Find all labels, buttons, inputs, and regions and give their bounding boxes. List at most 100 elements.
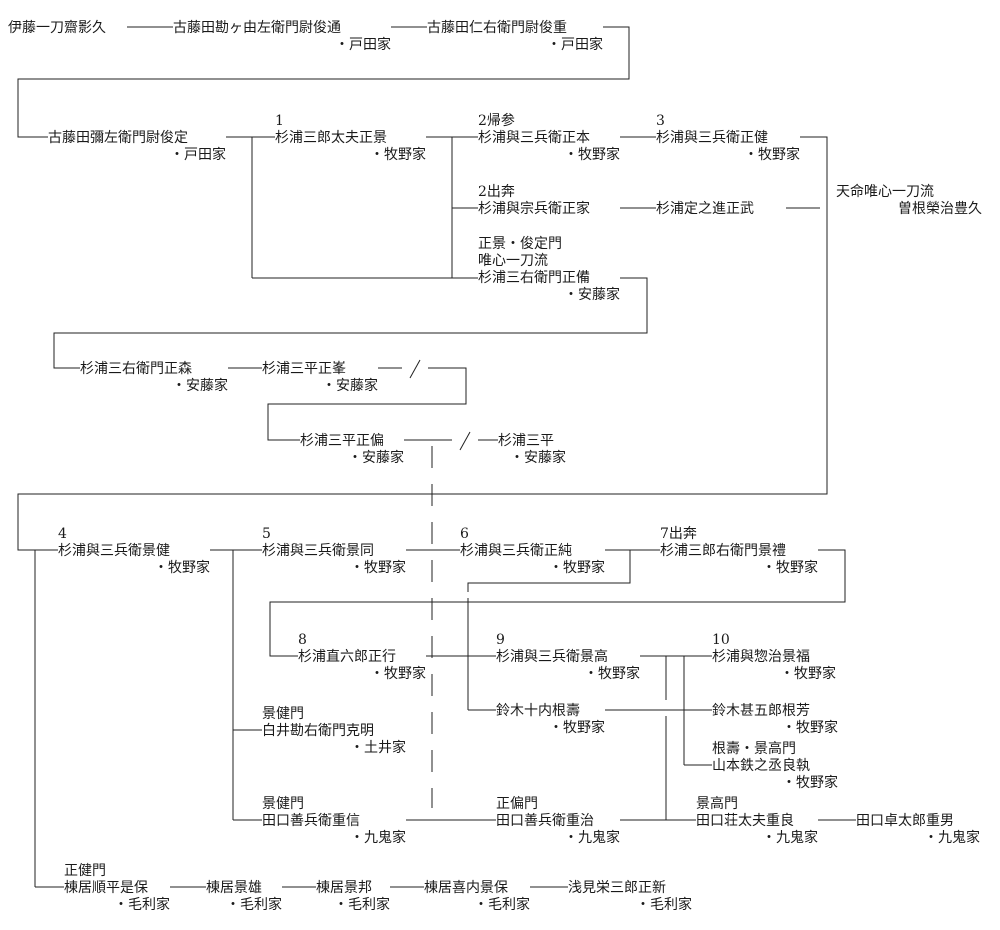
node-text-line: 杉浦三郎右衛門景禮 bbox=[660, 543, 786, 559]
lineage-node-taguchi-taku: 田口卓太郎重男・九鬼家 bbox=[856, 813, 980, 847]
node-text-line: 杉浦三右衛門正備 bbox=[478, 270, 590, 286]
node-text-line: 棟居順平是保 bbox=[64, 880, 148, 896]
node-text-line: 天命唯心一刀流 bbox=[836, 184, 934, 200]
node-text-line: 10 bbox=[712, 632, 730, 648]
node-text-line: 5 bbox=[262, 526, 271, 542]
node-text-line: ・毛利家 bbox=[474, 897, 530, 913]
lineage-node-yamamoto: 根壽・景高門山本鉄之丞良執・牧野家 bbox=[712, 741, 838, 792]
node-text-line: 杉浦三平 bbox=[498, 433, 554, 449]
lineage-node-kotoda-kageyu: 古藤田勘ヶ由左衛門尉俊通・戸田家 bbox=[173, 20, 391, 54]
lineage-node-kotoda-nin: 古藤田仁右衛門尉俊重・戸田家 bbox=[427, 20, 603, 54]
lineage-node-suzuki-ne: 鈴木十内根壽・牧野家 bbox=[496, 703, 605, 737]
node-text-line: ・毛利家 bbox=[114, 897, 170, 913]
lineage-node-sanpei: 杉浦三平・安藤家 bbox=[498, 433, 566, 467]
node-text-line: ・牧野家 bbox=[370, 147, 426, 163]
node-text-line: ・九鬼家 bbox=[564, 830, 620, 846]
node-text-line: 伊藤一刀齋影久 bbox=[8, 20, 106, 36]
node-text-line: 2出奔 bbox=[478, 184, 515, 200]
node-text-line: ・牧野家 bbox=[584, 666, 640, 682]
lineage-node-muneoi-kage: 棟居景雄・毛利家 bbox=[206, 880, 282, 914]
node-text-line: ・毛利家 bbox=[334, 897, 390, 913]
node-text-line: 9 bbox=[496, 632, 505, 648]
node-text-line: ・九鬼家 bbox=[924, 830, 980, 846]
node-text-line: 杉浦三右衛門正森 bbox=[80, 361, 192, 377]
node-text-line: ・牧野家 bbox=[549, 720, 605, 736]
node-text-line: ・安藤家 bbox=[172, 378, 228, 394]
node-text-line: ・牧野家 bbox=[350, 560, 406, 576]
lineage-node-masataka-hei: 杉浦三平正峯・安藤家 bbox=[262, 361, 378, 395]
node-text-line: 田口善兵衛重信 bbox=[262, 813, 360, 829]
node-text-line: ・牧野家 bbox=[370, 666, 426, 682]
node-text-line: 杉浦與三兵衛正健 bbox=[656, 130, 768, 146]
node-text-line: 正景・俊定門 bbox=[478, 236, 562, 252]
node-text-line: ・戸田家 bbox=[547, 37, 603, 53]
lineage-node-taguchi-zen: 正偏門田口善兵衛重治・九鬼家 bbox=[496, 796, 620, 847]
node-text-line: 白井勘右衛門克明 bbox=[262, 723, 374, 739]
node-text-line: 2帰参 bbox=[478, 113, 515, 129]
node-text-line: ・安藤家 bbox=[322, 378, 378, 394]
node-text-line: 杉浦三郎太夫正景 bbox=[275, 130, 387, 146]
node-text-line: 景高門 bbox=[696, 796, 738, 812]
node-text-line: 6 bbox=[460, 526, 469, 542]
node-text-line: 杉浦與宗兵衛正家 bbox=[478, 201, 590, 217]
node-text-line: 古藤田仁右衛門尉俊重 bbox=[427, 20, 567, 36]
node-text-line: 正偏門 bbox=[496, 796, 538, 812]
lineage-node-shirai: 景健門白井勘右衛門克明・土井家 bbox=[262, 706, 406, 757]
node-text-line: 1 bbox=[275, 113, 284, 129]
node-text-line: ・牧野家 bbox=[744, 147, 800, 163]
lineage-node-sone: 天命唯心一刀流曽根榮治豊久 bbox=[836, 184, 982, 218]
node-text-line: 鈴木甚五郎根芳 bbox=[712, 703, 810, 719]
lineage-node-kotoda-yasa: 古藤田彌左衛門尉俊定・戸田家 bbox=[48, 130, 226, 164]
lineage-node-masamori: 杉浦三右衛門正森・安藤家 bbox=[80, 361, 228, 395]
node-text-line: 3 bbox=[656, 113, 665, 129]
node-text-line: 杉浦與三兵衛景高 bbox=[496, 649, 608, 665]
node-text-line: ・九鬼家 bbox=[762, 830, 818, 846]
node-text-line: 8 bbox=[298, 632, 307, 648]
node-text-line: 古藤田彌左衛門尉俊定 bbox=[48, 130, 188, 146]
node-text-line: ・毛利家 bbox=[226, 897, 282, 913]
node-text-line: ・戸田家 bbox=[170, 147, 226, 163]
node-text-line: 景健門 bbox=[262, 706, 304, 722]
node-text-line: ・牧野家 bbox=[564, 147, 620, 163]
lineage-node-muneoi-jun: 正健門棟居順平是保・毛利家 bbox=[64, 863, 170, 914]
lineage-node-suzuki-jin: 鈴木甚五郎根芳・牧野家 bbox=[712, 703, 838, 737]
node-text-line: 杉浦定之進正武 bbox=[656, 201, 754, 217]
lineage-node-muneoi-ki: 棟居喜内景保・毛利家 bbox=[424, 880, 530, 914]
node-text-line: 杉浦與三兵衛景健 bbox=[58, 543, 170, 559]
node-text-line: 正健門 bbox=[64, 863, 106, 879]
lineage-node-masahen: 杉浦三平正偏・安藤家 bbox=[300, 433, 404, 467]
lineage-node-muneoi-kun: 棟居景邦・毛利家 bbox=[316, 880, 390, 914]
node-text-line: ・牧野家 bbox=[782, 720, 838, 736]
node-text-line: 杉浦與三兵衛景同 bbox=[262, 543, 374, 559]
node-text-line: 杉浦與惣治景福 bbox=[712, 649, 810, 665]
node-text-line: ・牧野家 bbox=[780, 666, 836, 682]
node-text-line: ・安藤家 bbox=[564, 287, 620, 303]
node-text-line: 田口卓太郎重男 bbox=[856, 813, 954, 829]
node-text-line: ・牧野家 bbox=[762, 560, 818, 576]
lineage-node-masamoto: 2帰参杉浦與三兵衛正本・牧野家 bbox=[478, 113, 620, 164]
node-text-line: 杉浦直六郎正行 bbox=[298, 649, 396, 665]
node-text-line: 景健門 bbox=[262, 796, 304, 812]
node-text-line: 杉浦與三兵衛正純 bbox=[460, 543, 572, 559]
node-text-line: 唯心一刀流 bbox=[478, 253, 548, 269]
node-text-line: 7出奔 bbox=[660, 526, 697, 542]
lineage-node-masanari: 正景・俊定門唯心一刀流杉浦三右衛門正備・安藤家 bbox=[478, 236, 620, 304]
node-text-line: 鈴木十内根壽 bbox=[496, 703, 580, 719]
lineage-node-taguchi-so: 景高門田口荘太夫重良・九鬼家 bbox=[696, 796, 818, 847]
node-text-line: 曽根榮治豊久 bbox=[898, 201, 982, 217]
lineage-node-masatake2: 杉浦定之進正武 bbox=[656, 201, 796, 218]
node-text-line: 山本鉄之丞良執 bbox=[712, 758, 810, 774]
node-text-line: 田口善兵衛重治 bbox=[496, 813, 594, 829]
node-text-line: ・九鬼家 bbox=[350, 830, 406, 846]
node-text-line: ・牧野家 bbox=[549, 560, 605, 576]
node-text-line: ・安藤家 bbox=[348, 450, 404, 466]
lineage-node-kagerei: 7出奔杉浦三郎右衛門景禮・牧野家 bbox=[660, 526, 818, 577]
node-text-line: 杉浦三平正偏 bbox=[300, 433, 384, 449]
lineage-node-masaie: 2出奔杉浦與宗兵衛正家 bbox=[478, 184, 628, 218]
